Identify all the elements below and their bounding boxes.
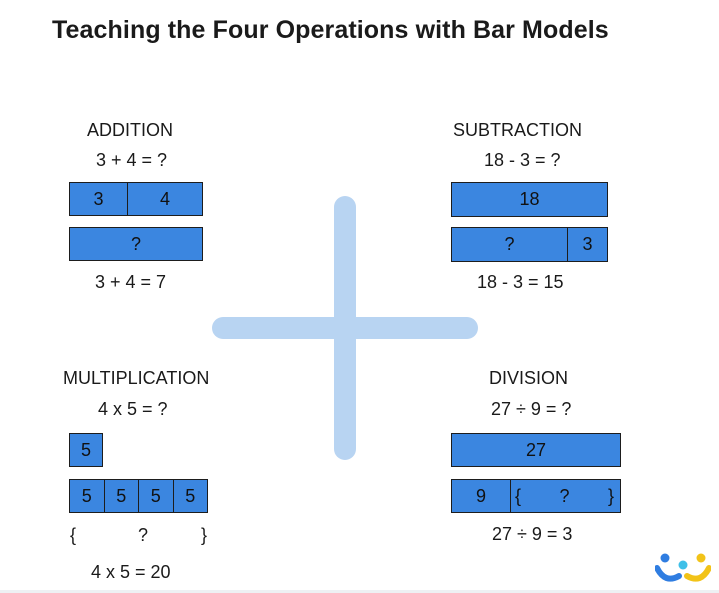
division-answer: 27 ÷ 9 = 3 — [492, 524, 573, 544]
addition-heading: ADDITION — [87, 120, 174, 140]
multiplication-group: 5 — [172, 480, 208, 512]
brace-open: { — [70, 525, 77, 545]
brace-close: } — [201, 525, 208, 545]
multiplication-group: 5 — [138, 480, 173, 512]
division-whole-bar: 27 — [451, 433, 621, 467]
subtraction-question: 18 - 3 = ? — [484, 150, 561, 170]
page-bottom-divider — [0, 590, 719, 593]
division-heading: DIVISION — [489, 368, 569, 388]
brace-open: { — [515, 485, 522, 506]
brace-label: ? — [138, 525, 149, 545]
subtraction-whole-bar: 18 — [451, 182, 608, 217]
addition-parts-bar: 3 4 — [69, 182, 203, 216]
multiplication-group: 5 — [81, 485, 92, 506]
brace-label: ? — [559, 485, 570, 506]
multiplication-groups-bar: 5 5 5 5 — [69, 479, 208, 513]
subtraction-part-known: 3 — [567, 228, 607, 261]
addition-part-a: 3 — [93, 188, 104, 209]
addition-question: 3 + 4 = ? — [96, 150, 168, 170]
division-part-unknown: { ? } — [510, 480, 620, 512]
brand-logo-icon — [655, 553, 711, 582]
plus-icon-horizontal — [212, 317, 478, 339]
addition-whole-bar: ? — [69, 227, 203, 261]
addition-part-b: 4 — [127, 183, 202, 215]
division-parts-bar: 9 { ? } — [451, 479, 621, 513]
division-part-known: 9 — [475, 485, 486, 506]
subtraction-parts-bar: ? 3 — [451, 227, 608, 262]
multiplication-answer: 4 x 5 = 20 — [91, 562, 171, 582]
brace-close: } — [607, 485, 614, 506]
subtraction-part-unknown: ? — [504, 234, 515, 254]
multiplication-unit-bar: 5 — [69, 433, 103, 467]
addition-answer: 3 + 4 = 7 — [95, 272, 167, 292]
subtraction-answer: 18 - 3 = 15 — [477, 272, 564, 292]
multiplication-question: 4 x 5 = ? — [98, 399, 168, 419]
page-title: Teaching the Four Operations with Bar Mo… — [52, 16, 609, 44]
multiplication-group: 5 — [103, 480, 139, 512]
subtraction-heading: SUBTRACTION — [453, 120, 583, 140]
multiplication-heading: MULTIPLICATION — [63, 368, 210, 388]
division-question: 27 ÷ 9 = ? — [491, 399, 572, 419]
